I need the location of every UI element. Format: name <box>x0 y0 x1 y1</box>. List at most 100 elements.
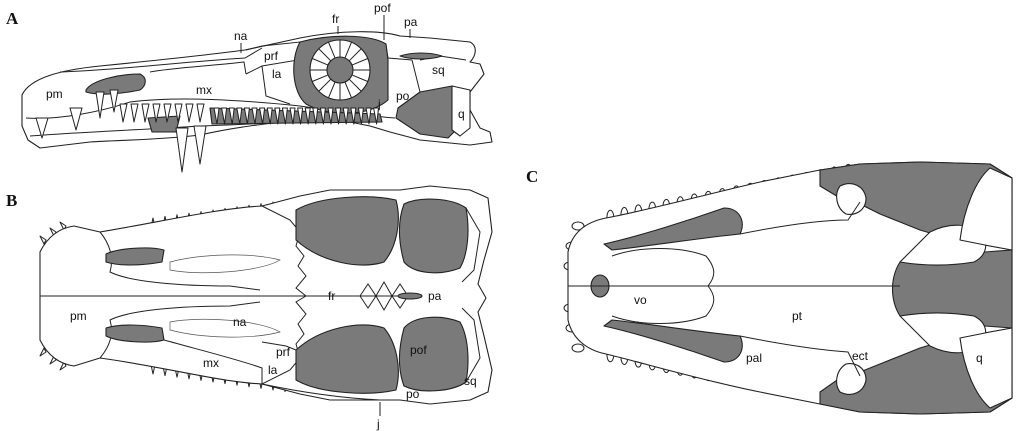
skull-a-small-tooth <box>213 107 220 125</box>
label-a-pof: pof <box>374 1 391 15</box>
label-a-j: j <box>377 97 381 111</box>
skull-c-snout-tooth <box>571 343 585 353</box>
skull-b-orbit-top <box>295 196 399 266</box>
skull-a-tooth <box>95 91 105 119</box>
label-b-pa: pa <box>428 289 442 303</box>
label-b-mx: mx <box>203 356 219 370</box>
skull-c-ectopterygoid-bottom <box>836 363 867 395</box>
skull-b-pm-suture-bottom <box>99 301 261 359</box>
skull-a-small-tooth <box>119 103 128 123</box>
sclerotic-plate-line <box>344 42 352 59</box>
skull-a-small-tooth <box>373 107 380 125</box>
skull-b-sq-suture-bottom <box>461 307 481 383</box>
label-a-po: po <box>396 89 410 103</box>
skull-a-small-tooth <box>174 103 183 123</box>
skull-a-pupil <box>326 56 354 84</box>
sclerotic-plate-line <box>312 58 329 66</box>
skull-c-suborbital-bottom <box>603 319 743 363</box>
label-b-pm: pm <box>70 309 87 323</box>
panel-c-ventral-view: C vo pt pal ect q <box>526 161 1013 415</box>
label-b-j: j <box>376 417 380 431</box>
skull-a-small-tooth <box>185 103 194 123</box>
label-c-pal: pal <box>746 351 762 365</box>
panel-label-c: C <box>526 167 538 186</box>
skull-b-pm-suture-top <box>99 231 261 291</box>
sclerotic-plate-line <box>348 48 362 62</box>
skull-b-parietal-foramen <box>397 292 423 300</box>
sclerotic-plate-line <box>318 78 332 92</box>
skull-a-small-tooth <box>274 107 281 125</box>
skull-a-tooth <box>175 127 189 173</box>
label-b-po: po <box>406 387 420 401</box>
skull-b-sq-suture-top <box>461 207 481 283</box>
label-a-la: la <box>272 67 282 81</box>
skull-a-small-tooth <box>297 107 304 125</box>
skull-c-snout-tooth <box>571 221 585 231</box>
label-b-na: na <box>233 315 247 329</box>
skull-a-tooth-row <box>119 103 383 125</box>
skull-a-small-tooth <box>365 107 372 125</box>
skull-b-na-recess-bottom <box>169 318 281 338</box>
skull-a-small-tooth <box>319 107 326 125</box>
sclerotic-plate-line <box>328 81 336 98</box>
skull-b-tooth-top <box>39 235 47 245</box>
label-c-pt: pt <box>792 309 803 323</box>
skull-b-prf-suture <box>261 341 297 351</box>
skull-b-jugal-line <box>261 383 381 401</box>
skull-a-small-tooth <box>196 103 205 123</box>
sclerotic-plate-line <box>344 81 352 98</box>
label-c-q: q <box>976 351 983 365</box>
sclerotic-plate-line <box>351 74 368 82</box>
skull-a-small-tooth <box>335 107 342 125</box>
skull-b-frontal-suture-top <box>261 205 307 297</box>
label-a-fr: fr <box>332 12 339 26</box>
label-a-q: q <box>458 107 465 121</box>
skull-b-supratemporal-bottom <box>398 316 469 392</box>
label-b-fr: fr <box>328 289 335 303</box>
skull-a-tooth <box>35 117 49 139</box>
panel-b-dorsal-view: B pm na mx prf la fr pa pof sq po j <box>6 185 493 431</box>
skull-c-suborbital-top <box>603 207 743 251</box>
label-a-pm: pm <box>46 87 63 101</box>
label-b-pof: pof <box>410 343 427 357</box>
skull-c-vomer-suture <box>611 248 715 324</box>
skull-a-na-mx-suture <box>149 61 247 75</box>
skull-a-mandibular-fenestra <box>147 115 181 133</box>
skull-a-small-tooth <box>228 107 235 125</box>
panel-label-a: A <box>6 9 19 28</box>
sclerotic-plate-line <box>351 58 368 66</box>
skull-a-tooth <box>109 89 119 113</box>
label-a-na: na <box>234 29 248 43</box>
skull-a-small-tooth <box>357 107 364 125</box>
skull-a-la-suture <box>261 65 291 105</box>
label-c-ect: ect <box>852 349 869 363</box>
label-b-prf: prf <box>276 345 291 359</box>
skull-a-small-tooth <box>236 107 243 125</box>
label-b-sq: sq <box>464 374 477 388</box>
label-a-prf: prf <box>264 49 279 63</box>
skull-a-ring-plates <box>310 40 370 100</box>
skull-b-frontal-suture-bottom <box>261 295 307 385</box>
skull-a-small-tooth <box>221 107 228 125</box>
skull-a-antorbital-fenestra <box>85 73 146 95</box>
skull-a-snout-line <box>59 47 263 73</box>
skull-a-small-tooth <box>152 103 161 123</box>
sclerotic-plate-line <box>312 74 329 82</box>
label-b-la: la <box>268 363 278 377</box>
skull-b-antorbital-bottom <box>105 324 165 343</box>
skull-a-small-tooth <box>342 107 349 125</box>
skull-a-tooth <box>193 125 207 165</box>
skull-b-antorbital-top <box>105 247 165 266</box>
skull-a-small-tooth <box>327 107 334 125</box>
label-a-pa: pa <box>404 15 418 29</box>
skull-a-small-tooth <box>251 107 258 125</box>
skull-c-quadrate-bottom <box>959 327 1013 409</box>
skull-a-small-tooth <box>141 103 150 123</box>
panel-label-b: B <box>6 191 17 210</box>
skull-c-ectopterygoid-top <box>836 183 867 215</box>
skull-a-supratemporal-fenestra <box>399 52 443 60</box>
skull-b-supratemporal-top <box>398 198 469 274</box>
skull-a-quadrate <box>451 85 471 137</box>
